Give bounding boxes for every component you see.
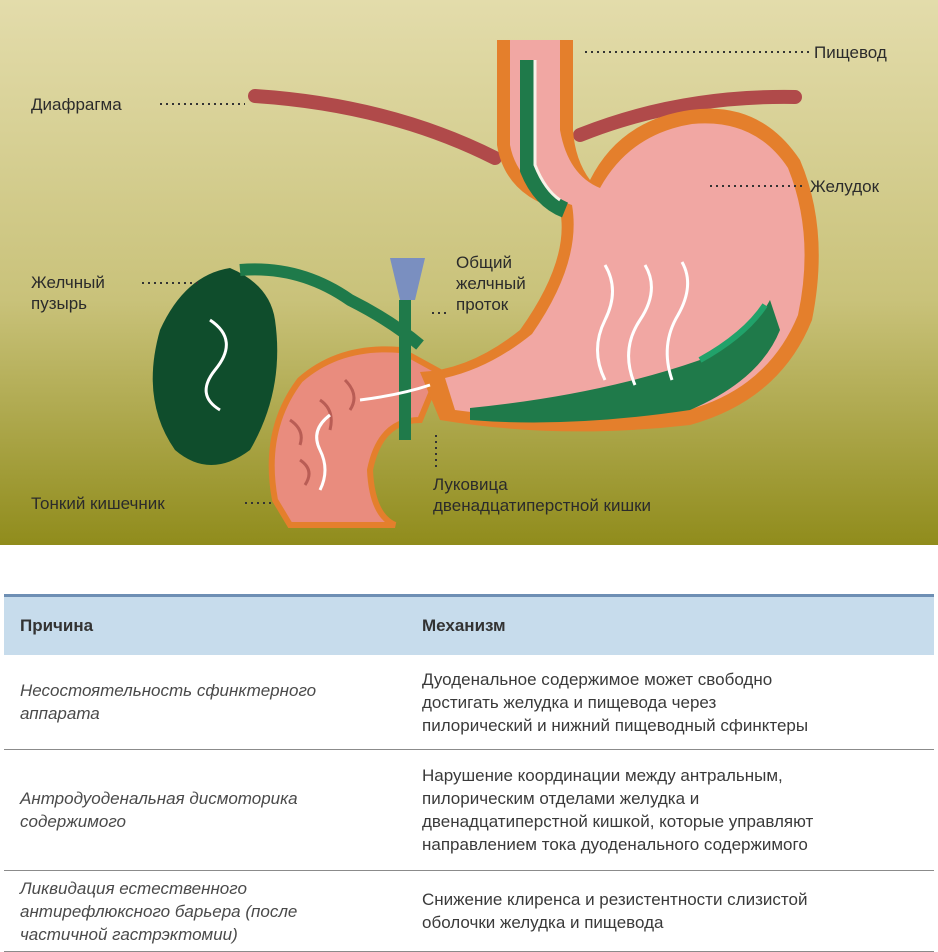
label-bile-duct: Общий желчный проток	[456, 252, 566, 315]
cause-line: Ликвидация естественного	[20, 878, 247, 898]
diaphragm-left	[248, 89, 502, 165]
hepatic-duct	[390, 258, 425, 300]
label-gallbladder-line2: пузырь	[31, 294, 88, 313]
esophagus-reflux	[520, 60, 569, 218]
mechanism-line: Снижение клиренса и резистентности слизи…	[422, 890, 808, 909]
intestine-folds	[289, 378, 356, 486]
table-row: Антродуоденальная дисмоторика содержимог…	[4, 749, 934, 871]
label-gallbladder-line1: Желчный	[31, 273, 105, 292]
reflux-arrow	[596, 264, 614, 381]
mechanism-line: пилорический и нижний пищеводный сфинкте…	[422, 715, 809, 735]
label-diaphragm: Диафрагма	[31, 95, 122, 114]
cause-line: аппарата	[20, 704, 100, 723]
header-cause: Причина	[20, 616, 94, 635]
cause-line: антирефлюксного барьера (после	[20, 901, 298, 921]
label-duodenal-bulb: Луковица двенадцатиперстной кишки	[433, 474, 753, 516]
label-esophagus: Пищевод	[814, 43, 887, 62]
row-cause: Ликвидация естественного антирефлюксного…	[4, 870, 412, 952]
row-cause: Антродуоденальная дисмоторика содержимог…	[4, 749, 412, 871]
header-mechanism: Механизм	[422, 616, 506, 635]
table-header: Причина Механизм	[4, 595, 934, 655]
cause-mechanism-table: Причина Механизм Несостоятельность сфинк…	[4, 594, 934, 952]
label-duodenal-bulb-line2: двенадцатиперстной кишки	[433, 496, 652, 515]
row-mechanism: Снижение клиренса и резистентности слизи…	[412, 870, 934, 952]
gallbladder	[152, 268, 278, 465]
mechanism-line: направлением тока дуоденального содержим…	[422, 835, 808, 854]
mechanism-line: Нарушение координации между антральным,	[422, 766, 783, 785]
label-bile-duct-line2: желчный	[456, 274, 526, 293]
table-row: Ликвидация естественного антирефлюксного…	[4, 870, 934, 952]
row-mechanism: Дуоденальное содержимое может свободно д…	[412, 655, 934, 750]
row-cause: Несостоятельность сфинктерного аппарата	[4, 655, 412, 750]
row-mechanism: Нарушение координации между антральным, …	[412, 749, 934, 871]
label-duodenal-bulb-line1: Луковица	[433, 475, 508, 494]
reflux-arrow	[665, 261, 690, 381]
diaphragm-right	[573, 89, 802, 142]
label-bile-duct-line3: проток	[456, 295, 509, 314]
label-stomach: Желудок	[810, 177, 880, 196]
anatomy-illustration	[0, 0, 938, 545]
label-small-intestine: Тонкий кишечник	[31, 494, 165, 513]
cause-line: содержимого	[20, 812, 126, 831]
mechanism-line: оболочки желудка и пищевода	[422, 913, 664, 932]
cause-line: частичной гастрэктомии)	[20, 924, 238, 944]
mechanism-line: Дуоденальное содержимое может свободно	[422, 669, 773, 689]
stomach-bile-pool	[470, 300, 780, 423]
cause-line: Несостоятельность сфинктерного	[20, 681, 317, 700]
mechanism-line: пилорическим отделами желудка и	[422, 789, 700, 808]
label-gallbladder: Желчный пузырь	[31, 272, 141, 314]
mechanism-line: двенадцатиперстной кишкой, которые управ…	[422, 812, 814, 831]
label-bile-duct-line1: Общий	[456, 253, 512, 272]
table-row: Несостоятельность сфинктерного аппарата …	[4, 655, 934, 750]
cause-line: Антродуоденальная дисмоторика	[20, 789, 298, 808]
reflux-arrow	[627, 264, 653, 386]
mechanism-line: достигать желудка и пищевода через	[422, 692, 717, 712]
